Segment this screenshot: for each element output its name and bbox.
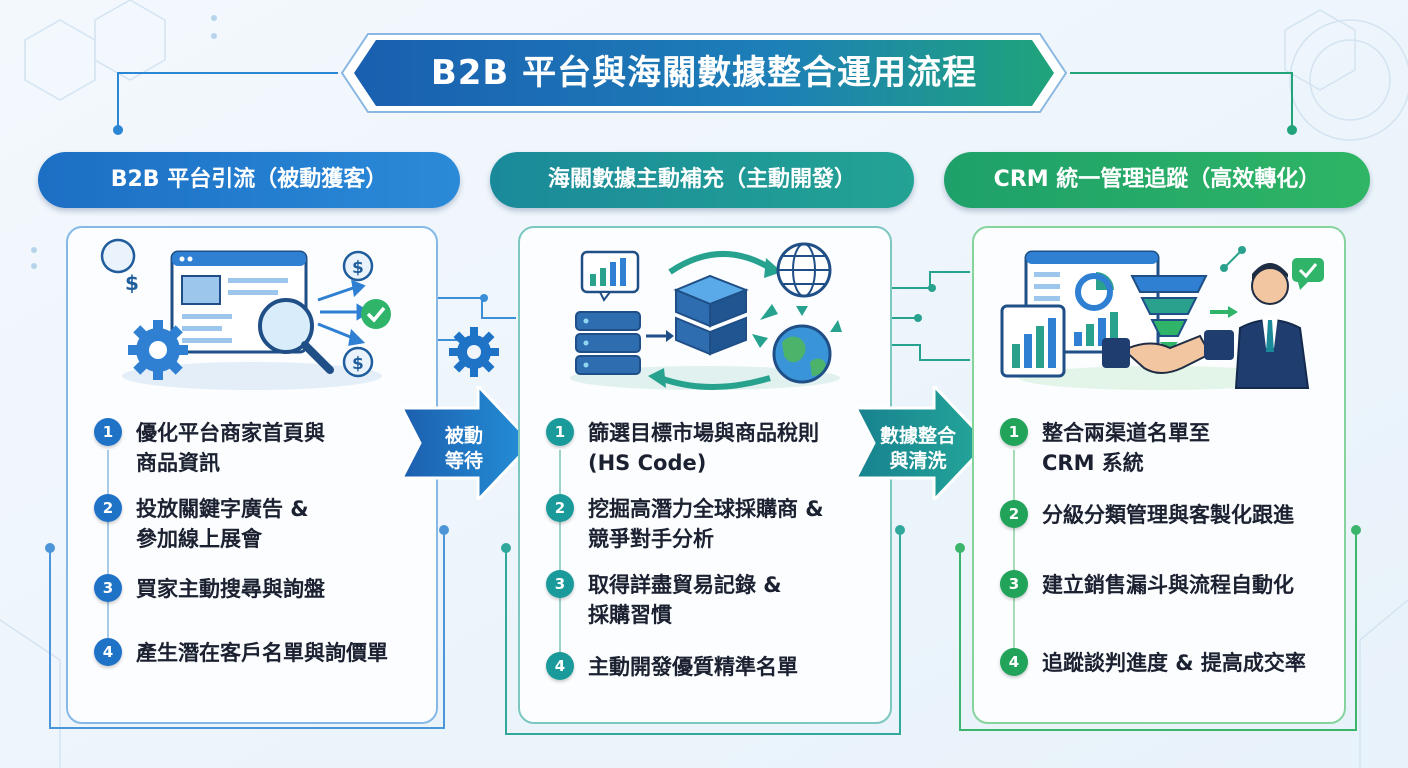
gear-icon	[128, 320, 188, 380]
customs-data-illustration	[570, 242, 842, 390]
stage-1-header: B2B 平台引流（被動獲客）	[38, 152, 460, 208]
magnifier-icon	[258, 298, 334, 374]
step-text: 買家主動搜尋與詢盤	[136, 577, 325, 601]
stage-2-timeline	[559, 450, 561, 664]
handshake-icon	[1102, 330, 1234, 374]
stage-3-step-2: 2 分級分類管理與客製化跟進	[1000, 500, 1294, 530]
stage-3-step-1: 1 整合兩渠道名單至 CRM 系統	[1000, 418, 1210, 478]
stage-1-timeline	[107, 450, 109, 660]
funnel-icon	[1130, 275, 1208, 352]
dollar-icon: $	[342, 346, 374, 378]
server-icon	[673, 274, 749, 356]
step-number: 4	[546, 652, 574, 680]
stage-2-step-2: 2 挖掘高潛力全球採購商 & 競爭對手分析	[546, 494, 824, 554]
stage-1-step-2: 2 投放關鍵字廣告 & 參加線上展會	[94, 494, 309, 554]
title-banner: B2B 平台與海關數據整合運用流程	[338, 30, 1070, 116]
svg-text:$: $	[125, 271, 139, 295]
earth-icon	[772, 324, 832, 384]
step-text: 投放關鍵字廣告 & 參加線上展會	[136, 497, 309, 551]
connector-label-2: 數據整合 與清洗	[879, 425, 956, 472]
step-text: 挖掘高潛力全球採購商 & 競爭對手分析	[588, 497, 824, 551]
step-number: 1	[546, 418, 574, 446]
stage-3-timeline	[1013, 450, 1015, 664]
step-text: 取得詳盡貿易記錄 & 採購習慣	[588, 573, 782, 627]
dollar-icon: $	[342, 250, 374, 282]
connector-label-1: 被動 等待	[444, 425, 483, 472]
step-text: 分級分類管理與客製化跟進	[1042, 503, 1294, 527]
stage-1-card: $ $ $	[66, 226, 438, 724]
step-text: 建立銷售漏斗與流程自動化	[1042, 573, 1294, 597]
stage-3-header: CRM 統一管理追蹤（高效轉化）	[944, 152, 1370, 208]
check-icon	[361, 299, 391, 329]
step-number: 3	[546, 570, 574, 598]
crm-illustration	[1000, 246, 1324, 390]
step-number: 2	[1000, 500, 1028, 528]
connector-arrow-2	[856, 386, 990, 500]
gear-icon	[449, 327, 499, 377]
step-text: 篩選目標市場與商品稅則 (HS Code)	[588, 421, 819, 475]
dollar-icon: $	[100, 238, 139, 295]
page-title: B2B 平台與海關數據整合運用流程	[430, 53, 978, 93]
globe-icon	[776, 242, 832, 298]
step-number: 2	[94, 494, 122, 522]
server-icon	[575, 311, 641, 375]
stage-2-step-1: 1 篩選目標市場與商品稅則 (HS Code)	[546, 418, 819, 478]
stage-3-card: 1 整合兩渠道名單至 CRM 系統 2 分級分類管理與客製化跟進 3 建立銷售漏…	[972, 226, 1346, 724]
stage-2-step-3: 3 取得詳盡貿易記錄 & 採購習慣	[546, 570, 782, 630]
connector-arrow-1	[402, 386, 534, 500]
stage-3-step-3: 3 建立銷售漏斗與流程自動化	[1000, 570, 1294, 600]
step-number: 1	[1000, 418, 1028, 446]
check-icon	[1292, 258, 1324, 290]
step-text: 整合兩渠道名單至 CRM 系統	[1042, 421, 1210, 475]
stage-2-step-4: 4 主動開發優質精準名單	[546, 652, 798, 682]
step-number: 2	[546, 494, 574, 522]
step-text: 優化平台商家首頁與 商品資訊	[136, 421, 325, 475]
stage-2-card: 1 篩選目標市場與商品稅則 (HS Code) 2 挖掘高潛力全球採購商 & 競…	[518, 226, 892, 724]
step-number: 3	[94, 574, 122, 602]
stage-1-step-3: 3 買家主動搜尋與詢盤	[94, 574, 325, 604]
step-number: 3	[1000, 570, 1028, 598]
stage-1-step-4: 4 產生潛在客戶名單與詢價單	[94, 638, 388, 668]
b2b-platform-illustration: $ $ $	[100, 238, 391, 390]
stage-2-header: 海關數據主動補充（主動開發）	[490, 152, 914, 208]
businessman-icon	[1234, 263, 1310, 389]
step-text: 主動開發優質精準名單	[588, 655, 798, 679]
svg-text:$: $	[352, 354, 364, 374]
step-number: 1	[94, 418, 122, 446]
stage-1-step-1: 1 優化平台商家首頁與 商品資訊	[94, 418, 325, 478]
step-text: 追蹤談判進度 & 提高成交率	[1042, 651, 1306, 675]
stage-3-step-4: 4 追蹤談判進度 & 提高成交率	[1000, 648, 1306, 678]
step-number: 4	[1000, 648, 1028, 676]
step-text: 產生潛在客戶名單與詢價單	[136, 641, 388, 665]
step-number: 4	[94, 638, 122, 666]
svg-text:$: $	[352, 258, 364, 278]
